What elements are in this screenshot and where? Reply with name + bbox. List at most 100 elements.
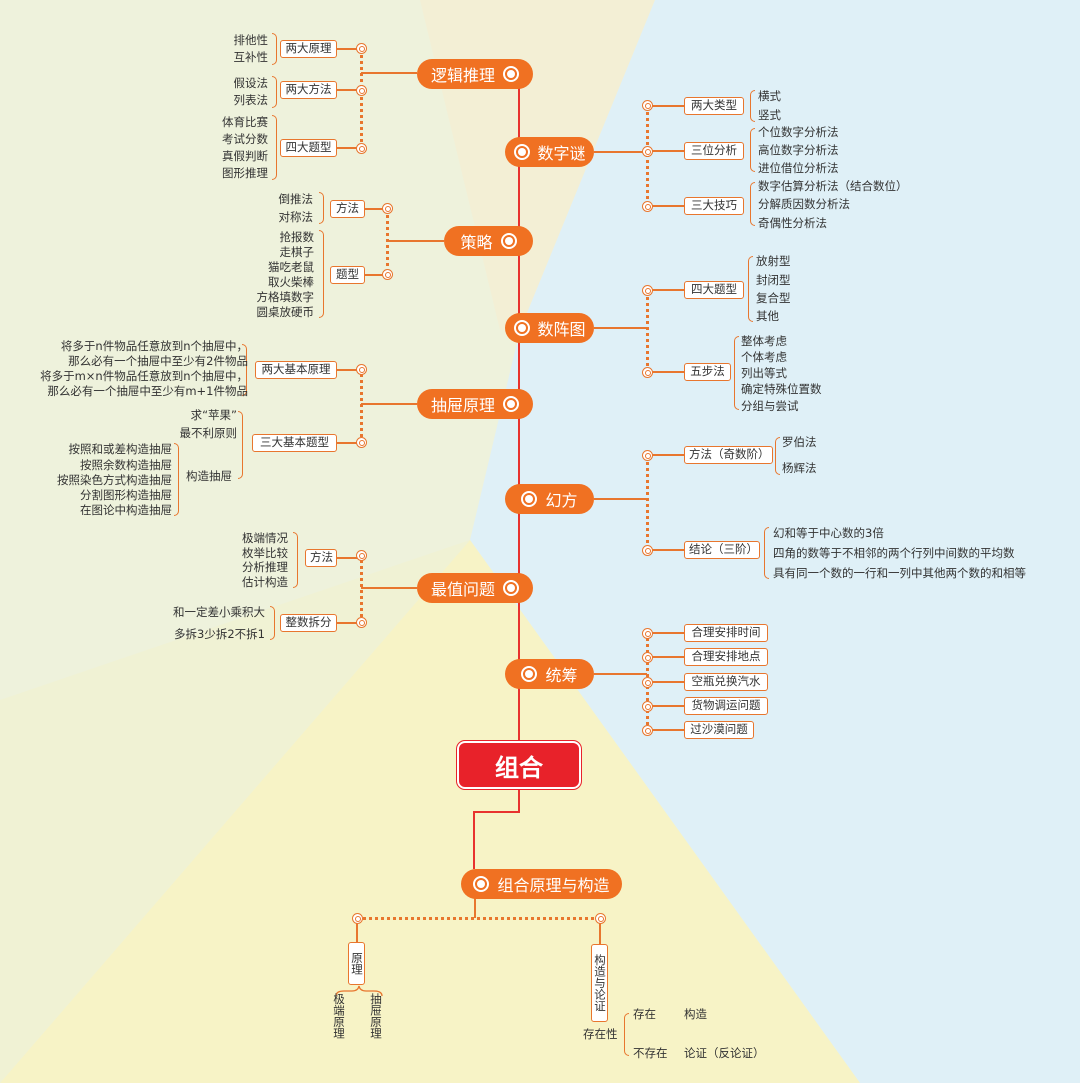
sub-box[interactable]: 三大基本题型 [252, 434, 337, 452]
leaf: 圆桌放硬币 [256, 305, 315, 319]
node-ring-icon [355, 142, 367, 154]
brace [335, 985, 383, 997]
node-ring-icon [641, 627, 653, 639]
connector [647, 454, 684, 456]
root-node[interactable]: 组合 [456, 740, 582, 790]
sub-box[interactable]: 四大题型 [280, 139, 337, 157]
leaf: 抢报数 [279, 230, 315, 244]
leaf: 取火柴棒 [268, 275, 314, 289]
sub-box[interactable]: 三位分析 [684, 142, 744, 160]
leaf: 将多于m×n件物品任意放到n个抽屉中， [40, 369, 248, 383]
leaf: 封闭型 [756, 273, 791, 287]
branch-array[interactable]: 数阵图 [505, 313, 594, 343]
sub-box[interactable]: 题型 [330, 266, 365, 284]
leaf: 进位借位分析法 [758, 161, 839, 175]
dotted-spine [646, 455, 649, 550]
sub-box[interactable]: 合理安排地点 [684, 648, 768, 666]
leaf: 方格填数字 [256, 290, 315, 304]
leaf: 那么必有一个抽屉中至少有2件物品 [68, 354, 248, 368]
sub-box[interactable]: 五步法 [684, 363, 731, 381]
dotted-spine [357, 917, 600, 920]
node-ring-icon [355, 436, 367, 448]
sub-box[interactable]: 两大方法 [280, 81, 337, 99]
connector [647, 705, 684, 707]
connector [594, 151, 647, 153]
node-ring-icon [641, 200, 653, 212]
leaf: 放射型 [756, 254, 791, 268]
node-ring-icon [594, 912, 606, 924]
node-ring-icon [351, 912, 363, 924]
branch-strategy[interactable]: 策略 [444, 226, 533, 256]
sub-box[interactable]: 两大类型 [684, 97, 744, 115]
trunk-line [473, 811, 520, 813]
leaf: 互补性 [233, 50, 269, 64]
node-ring-icon [641, 651, 653, 663]
leaf: 真假判断 [222, 149, 268, 163]
connector [647, 729, 684, 731]
sub-box[interactable]: 方法 [305, 549, 337, 567]
brace [319, 230, 324, 318]
leaf: 和一定差小乘积大 [173, 605, 265, 619]
brace [319, 192, 324, 224]
node-ring-icon [355, 549, 367, 561]
leaf: 罗伯法 [782, 435, 817, 449]
connector [337, 557, 361, 559]
branch-label: 抽屉原理 [430, 396, 495, 415]
leaf: 个体考虑 [741, 350, 787, 364]
brace [750, 128, 755, 172]
brace [764, 527, 769, 579]
leaf: 列表法 [233, 93, 269, 107]
sub-box[interactable]: 两大基本原理 [255, 361, 337, 379]
node-ring-icon [641, 700, 653, 712]
sub-box[interactable]: 合理安排时间 [684, 624, 768, 642]
sub-box[interactable]: 方法 [330, 200, 365, 218]
branch-drawer[interactable]: 抽屉原理 [417, 389, 533, 419]
sub-box[interactable]: 三大技巧 [684, 197, 744, 215]
leaf: 分组与尝试 [741, 399, 799, 413]
node-ring-icon [381, 202, 393, 214]
node-ring-icon [355, 363, 367, 375]
leaf: 抽屉原理 [369, 993, 383, 1039]
branch-magic[interactable]: 幻方 [505, 484, 594, 514]
branch-plan[interactable]: 统筹 [505, 659, 594, 689]
node-ring-icon [641, 544, 653, 556]
sub-box[interactable]: 构造与论证 [591, 944, 608, 1022]
branch-logic[interactable]: 逻辑推理 [417, 59, 533, 89]
leaf: 横式 [758, 89, 781, 103]
leaf: 极端情况 [242, 531, 288, 545]
connector [594, 673, 647, 675]
leaf: 幻和等于中心数的3倍 [773, 526, 884, 540]
sub-box[interactable]: 方法（奇数阶） [684, 446, 773, 464]
sub-box[interactable]: 结论（三阶） [684, 541, 760, 559]
connector [337, 369, 361, 371]
node-ring-icon [641, 284, 653, 296]
sub-box[interactable]: 空瓶兑换汽水 [684, 673, 768, 691]
connector [337, 622, 361, 624]
connector [599, 918, 601, 944]
target-icon [513, 320, 530, 336]
brace [272, 33, 277, 65]
leaf: 分解质因数分析法 [758, 197, 850, 211]
brace [750, 90, 755, 122]
leaf: 列出等式 [741, 366, 787, 380]
trunk-line [518, 789, 520, 812]
leaf: 论证（反论证） [684, 1046, 765, 1060]
sub-box[interactable]: 四大题型 [684, 281, 744, 299]
branch-label: 统筹 [545, 666, 578, 685]
connector [337, 147, 361, 149]
leaf: 存在 [633, 1007, 656, 1021]
target-icon [503, 396, 519, 412]
connector [387, 240, 444, 242]
leaf: 构造抽屉 [186, 469, 232, 483]
branch-construct[interactable]: 组合原理与构造 [461, 869, 622, 899]
sub-box[interactable]: 过沙漠问题 [684, 721, 754, 739]
branch-digit[interactable]: 数字谜 [505, 137, 594, 167]
sub-box[interactable]: 原理 [348, 942, 365, 985]
sub-box[interactable]: 货物调运问题 [684, 697, 768, 715]
connector [647, 150, 684, 152]
sub-box[interactable]: 两大原理 [280, 40, 337, 58]
branch-extreme[interactable]: 最值问题 [417, 573, 533, 603]
connector [361, 72, 417, 74]
brace [270, 606, 275, 640]
sub-box[interactable]: 整数拆分 [280, 614, 337, 632]
